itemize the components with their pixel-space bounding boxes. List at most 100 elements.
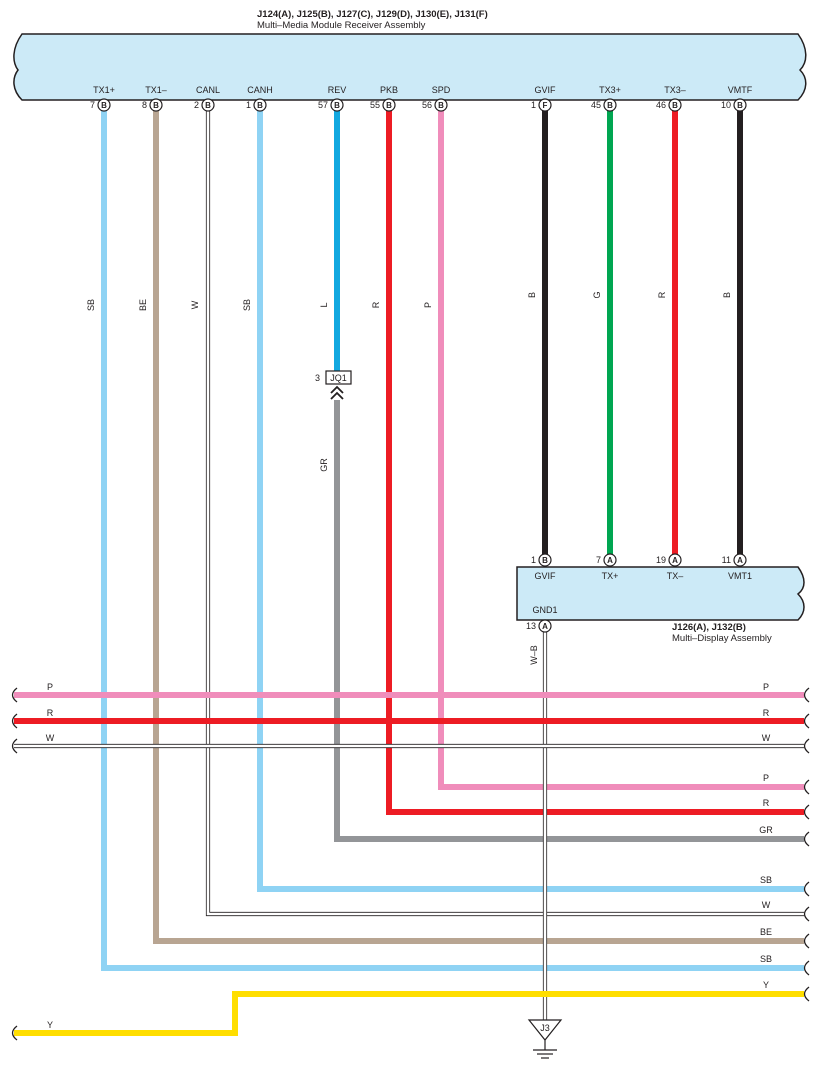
wire-label-junction-out: GR bbox=[319, 458, 329, 472]
right-wire-break-7 bbox=[803, 986, 810, 1002]
ground-triangle-icon bbox=[527, 1019, 563, 1041]
wire-label-2: W bbox=[190, 300, 200, 309]
wire-canl-outline bbox=[205, 110, 804, 917]
right-wire-break-5 bbox=[803, 933, 810, 949]
receiver-pin-8-number: 45 bbox=[591, 100, 601, 110]
bus-wire-left-label-0: P bbox=[47, 682, 53, 692]
display-pin-label-1: TX+ bbox=[602, 571, 619, 581]
display-pin-0-circle bbox=[538, 553, 552, 567]
wire-canl bbox=[206, 110, 804, 916]
receiver-pin-5-letter: B bbox=[386, 101, 392, 110]
receiver-name: Multi–Media Module Receiver Assembly bbox=[257, 20, 426, 31]
receiver-pin-1-number: 8 bbox=[142, 100, 147, 110]
receiver-pin-10-letter: B bbox=[737, 101, 743, 110]
display-ground-pin-letter: A bbox=[542, 622, 548, 631]
receiver-pin-3-circle bbox=[253, 98, 267, 112]
display-pin-1-circle bbox=[603, 553, 617, 567]
right-wire-label-1: R bbox=[763, 798, 770, 808]
receiver-pin-3-number: 1 bbox=[246, 100, 251, 110]
right-wire-label-6: SB bbox=[760, 954, 772, 964]
junction-connector: JQ1 3 bbox=[315, 370, 352, 400]
display-pin-label-0: GVIF bbox=[534, 571, 556, 581]
display-pin-3-number: 11 bbox=[722, 555, 731, 565]
receiver-pin-label-0: TX1+ bbox=[93, 85, 115, 95]
display-pin-0-letter: B bbox=[542, 556, 548, 565]
receiver-pin-0-number: 7 bbox=[90, 100, 95, 110]
receiver-pin-label-1: TX1– bbox=[145, 85, 167, 95]
receiver-pin-label-5: PKB bbox=[380, 85, 398, 95]
receiver-pin-3-letter: B bbox=[257, 101, 263, 110]
display-connectors: J126(A), J132(B) bbox=[672, 622, 746, 633]
display-ground-pin-number: 13 bbox=[526, 621, 536, 631]
wire-tx1– bbox=[153, 110, 804, 944]
junction-label: JQ1 bbox=[330, 373, 347, 383]
bus-wire-right-break-2 bbox=[803, 738, 810, 754]
receiver-pin-10-circle bbox=[733, 98, 747, 112]
junction-box bbox=[325, 370, 352, 385]
right-wire-break-0 bbox=[803, 779, 810, 795]
wire-spd bbox=[438, 110, 804, 790]
receiver-pin-1-circle bbox=[149, 98, 163, 112]
receiver-box bbox=[13, 33, 807, 101]
receiver-pin-7-circle bbox=[538, 98, 552, 112]
right-wire-label-3: SB bbox=[760, 875, 772, 885]
receiver-assembly: J124(A), J125(B), J127(C), J129(D), J130… bbox=[13, 9, 807, 101]
bus-wire-right-label-2: W bbox=[762, 733, 771, 743]
receiver-pin-label-8: TX3+ bbox=[599, 85, 621, 95]
display-pin-2-letter: A bbox=[672, 556, 678, 565]
receiver-pin-0-letter: B bbox=[101, 101, 107, 110]
bus-wire-right-break-0 bbox=[803, 687, 810, 703]
wire-label-0: SB bbox=[86, 299, 96, 311]
wire-label-6: P bbox=[423, 302, 433, 308]
display-pin-2-circle bbox=[668, 553, 682, 567]
right-wire-break-6 bbox=[803, 960, 810, 976]
wire-y-left-label: Y bbox=[47, 1020, 53, 1030]
wire-junction-out bbox=[334, 400, 804, 842]
receiver-pin-label-6: SPD bbox=[432, 85, 451, 95]
bus-wire-left-break-1 bbox=[11, 713, 18, 729]
ground-symbol: J3 bbox=[527, 1019, 563, 1059]
receiver-pin-4-circle bbox=[330, 98, 344, 112]
display-pin-2-number: 19 bbox=[656, 555, 666, 565]
wire-canh bbox=[257, 110, 804, 892]
receiver-pin-7-letter: F bbox=[543, 101, 548, 110]
receiver-pin-9-number: 46 bbox=[656, 100, 666, 110]
display-box bbox=[516, 566, 805, 621]
junction-chevron-icon bbox=[330, 385, 344, 400]
wire-label-7: B bbox=[527, 292, 537, 298]
receiver-pin-5-circle bbox=[382, 98, 396, 112]
display-name: Multi–Display Assembly bbox=[672, 633, 772, 644]
display-pin-3-letter: A bbox=[737, 556, 743, 565]
wire-y-left-break bbox=[11, 1025, 18, 1041]
wire-label-ground: W–B bbox=[529, 645, 539, 665]
junction-number: 3 bbox=[315, 373, 320, 383]
receiver-pin-7-number: 1 bbox=[531, 100, 536, 110]
right-wire-label-5: BE bbox=[760, 927, 772, 937]
receiver-pin-0-circle bbox=[97, 98, 111, 112]
receiver-pin-label-9: TX3– bbox=[664, 85, 686, 95]
display-ground-pin-circle bbox=[538, 619, 552, 633]
bus-wire-left-break-0 bbox=[11, 687, 18, 703]
right-wire-break-4 bbox=[803, 906, 810, 922]
receiver-pin-1-letter: B bbox=[153, 101, 159, 110]
display-pin-label-2: TX– bbox=[667, 571, 684, 581]
receiver-pin-label-4: REV bbox=[328, 85, 347, 95]
display-assembly: J126(A), J132(B) Multi–Display Assembly bbox=[516, 566, 805, 644]
wire-label-8: G bbox=[592, 291, 602, 298]
right-wire-label-4: W bbox=[762, 900, 771, 910]
receiver-connectors: J124(A), J125(B), J127(C), J129(D), J130… bbox=[257, 9, 488, 20]
wire-pkb bbox=[386, 110, 804, 815]
bus-wire-left-break-2 bbox=[11, 738, 18, 754]
display-pin-label-3: VMT1 bbox=[728, 571, 752, 581]
bus-wire-right-label-1: R bbox=[763, 708, 770, 718]
wire-break-symbols bbox=[11, 687, 810, 1041]
receiver-pin-8-letter: B bbox=[607, 101, 613, 110]
wire-label-9: R bbox=[657, 291, 667, 298]
receiver-pin-label-7: GVIF bbox=[534, 85, 556, 95]
bus-wire-right-label-0: P bbox=[763, 682, 769, 692]
receiver-pin-8-circle bbox=[603, 98, 617, 112]
right-wire-label-7: Y bbox=[763, 980, 769, 990]
display-pin-1-letter: A bbox=[607, 556, 613, 565]
receiver-pin-2-circle bbox=[201, 98, 215, 112]
